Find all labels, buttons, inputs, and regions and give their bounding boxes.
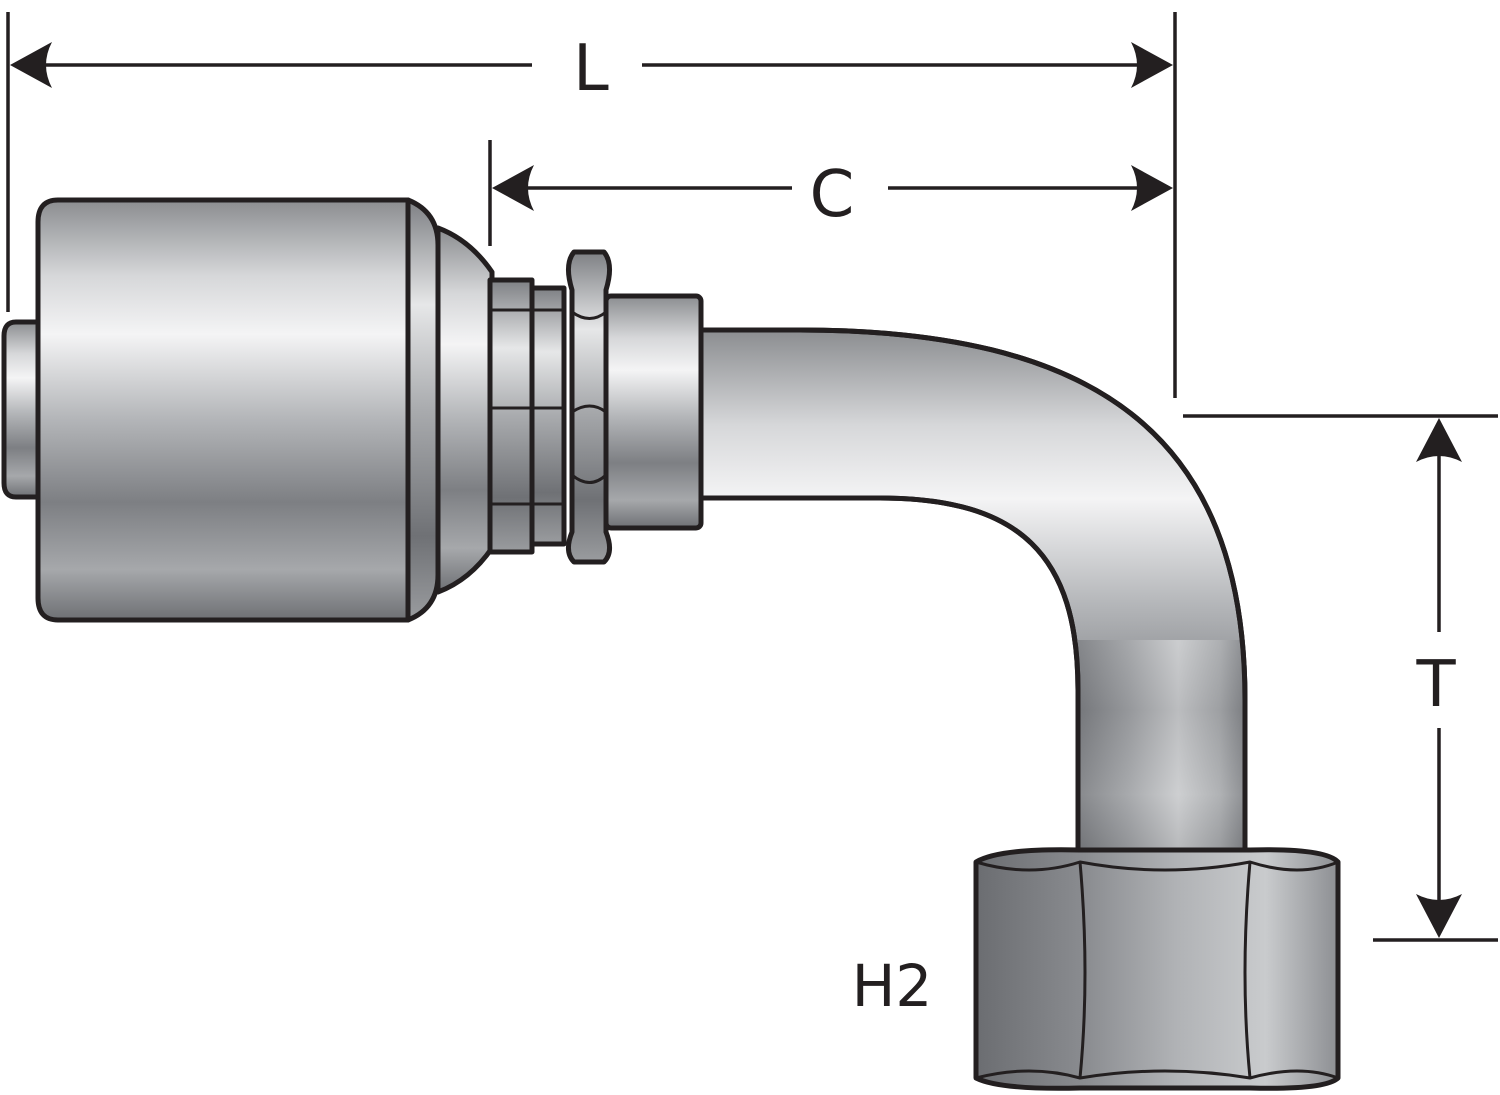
fitting-body — [1, 197, 1341, 1091]
hex-callout-label: H2 — [852, 952, 933, 1020]
hose-stub — [1, 319, 43, 500]
dimension-t: T — [1415, 418, 1462, 938]
sleeve — [603, 293, 704, 531]
dimension-l: L — [10, 32, 1173, 106]
arrow-left-icon — [10, 42, 52, 88]
arrow-right-icon — [1131, 165, 1173, 211]
arrow-up-icon — [1416, 418, 1462, 462]
collar-ring-2 — [529, 285, 567, 547]
collar-ring-1 — [487, 277, 535, 555]
shell-band — [405, 197, 441, 623]
dimension-t-label: T — [1415, 648, 1456, 722]
dimension-l-label: L — [573, 32, 609, 106]
crimp-shell — [35, 197, 411, 623]
dimension-c: C — [492, 158, 1173, 232]
dimension-lines: L C T — [6, 12, 1498, 942]
arrow-down-icon — [1416, 894, 1462, 938]
swivel-hex-nut — [973, 847, 1341, 1091]
arrow-right-icon — [1131, 42, 1173, 88]
arrow-left-icon — [492, 165, 534, 211]
dimension-c-label: C — [810, 158, 855, 232]
shell-taper — [435, 225, 495, 595]
